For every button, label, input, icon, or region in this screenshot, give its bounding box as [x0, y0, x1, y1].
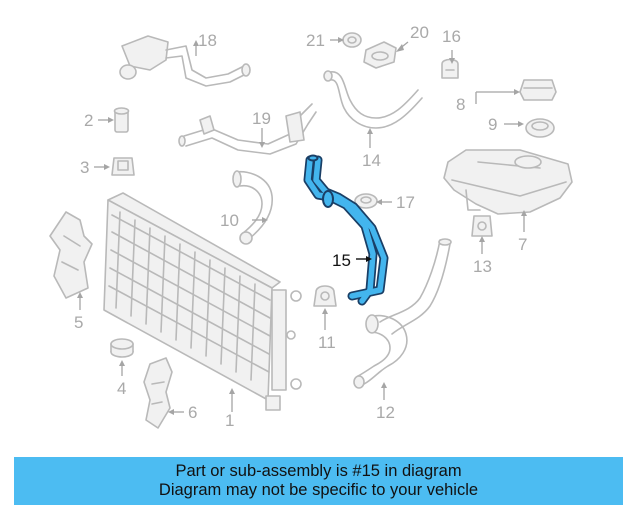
callout-4: 4 [117, 379, 126, 398]
callout-16: 16 [442, 27, 461, 46]
part-11-clamp [313, 285, 337, 307]
info-banner: Part or sub-assembly is #15 in diagram D… [14, 457, 623, 505]
callout-1: 1 [225, 411, 234, 430]
part-10-hose [232, 170, 273, 245]
callout-leader-lines [77, 37, 527, 415]
part-19-pipe [178, 103, 317, 155]
callout-5: 5 [74, 313, 83, 332]
part-5-air-guide [49, 211, 93, 299]
callout-17: 17 [396, 193, 415, 212]
part-20-cap [363, 41, 397, 69]
callout-12: 12 [376, 403, 395, 422]
callout-18: 18 [198, 31, 217, 50]
part-7-expansion-tank [443, 149, 573, 215]
part-18-flange-pipe [119, 35, 251, 87]
part-13-clamp [471, 215, 493, 237]
callout-21: 21 [306, 31, 325, 50]
part-21-clamp [342, 32, 362, 48]
callout-2: 2 [84, 111, 93, 130]
part-2-bolt [113, 107, 130, 133]
banner-line-part-number: Part or sub-assembly is #15 in diagram [175, 462, 462, 480]
part-6-bracket [143, 357, 173, 429]
part-3-mount [111, 157, 135, 176]
part-15-highlighted-hose [303, 154, 389, 306]
callout-9: 9 [488, 115, 497, 134]
part-9-seal [525, 118, 555, 138]
callout-numbers: 1 2 3 4 5 6 7 8 9 10 11 12 13 14 15 16 1… [74, 23, 527, 430]
callout-3: 3 [80, 158, 89, 177]
callout-20: 20 [410, 23, 429, 42]
callout-19: 19 [252, 109, 271, 128]
banner-line-disclaimer: Diagram may not be specific to your vehi… [158, 481, 479, 499]
part-17-clamp [354, 193, 378, 209]
callout-14: 14 [362, 151, 381, 170]
part-1-radiator [103, 192, 302, 411]
part-16-clip [441, 58, 459, 79]
part-12-lower-hose [353, 238, 452, 389]
callout-7: 7 [518, 235, 527, 254]
callout-10: 10 [220, 211, 239, 230]
exploded-parts-diagram: 1 2 3 4 5 6 7 8 9 10 11 12 13 14 15 16 1… [49, 23, 573, 430]
part-4-mount [110, 338, 134, 358]
callout-11: 11 [318, 333, 336, 352]
callout-15: 15 [332, 251, 351, 270]
callout-8: 8 [456, 95, 465, 114]
callout-6: 6 [188, 403, 197, 422]
callout-13: 13 [473, 257, 492, 276]
part-14-hose [323, 70, 423, 129]
part-8-cap [519, 79, 557, 101]
